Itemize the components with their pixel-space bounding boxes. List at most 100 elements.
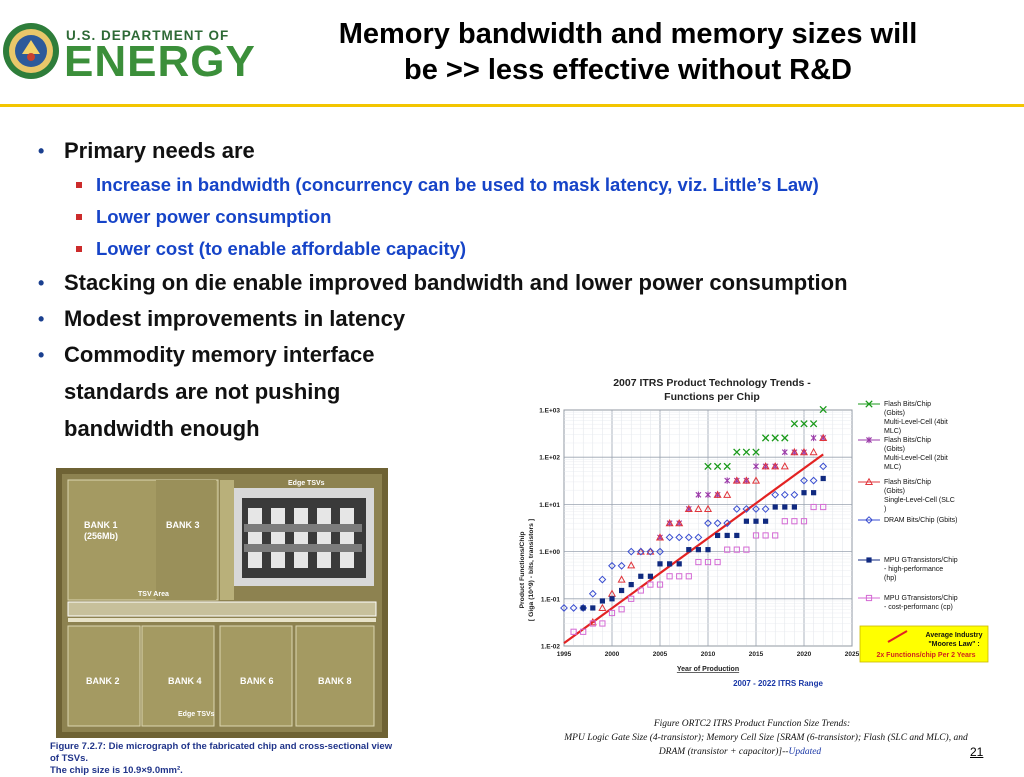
sub-bullet-bandwidth: Increase in bandwidth (concurrency can b… — [38, 169, 1008, 201]
legend-marker — [865, 400, 873, 408]
lower-banks — [67, 625, 375, 727]
legend-marker — [865, 516, 873, 524]
data-point — [704, 519, 712, 528]
data-point — [570, 628, 577, 635]
bullet-dot: • — [38, 345, 45, 365]
slide-title: Memory bandwidth and memory sizes will b… — [268, 16, 988, 88]
legend-label: (hp) — [884, 575, 896, 582]
figure-caption-line-3: DRAM (transistor + capacitor)]--Updated — [658, 746, 822, 757]
x-tick-label: 2010 — [701, 651, 716, 658]
y-tick-label: 1.E+01 — [539, 502, 560, 509]
data-point — [569, 604, 578, 612]
data-point — [665, 518, 674, 527]
data-point — [781, 434, 789, 442]
data-point — [761, 505, 770, 513]
data-point — [665, 533, 674, 542]
data-point — [819, 405, 827, 414]
legend-label: MPU GTransistors/Chip — [884, 595, 958, 602]
sub-bullet-marker — [76, 214, 82, 220]
y-tick-label: 1.E+00 — [539, 549, 560, 556]
data-point — [809, 447, 818, 456]
marker-stroke — [761, 434, 770, 442]
legend-label: - cost-performanc (cp) — [884, 604, 953, 611]
label-bank-4: BANK 4 — [168, 676, 202, 686]
x-tick-label: 2000 — [605, 651, 620, 658]
bullet-list: •Primary needs are Increase in bandwidth… — [38, 133, 1008, 447]
bullet-primary-needs: •Primary needs are — [38, 133, 1008, 169]
y-tick-label: 1.E+02 — [539, 455, 560, 462]
marker-stroke — [809, 420, 818, 428]
data-point — [580, 605, 586, 611]
data-point — [715, 532, 721, 539]
data-point — [734, 532, 740, 539]
data-point — [589, 620, 596, 627]
data-point — [771, 462, 780, 470]
data-point — [732, 505, 741, 513]
moores-law-box: Average Industry "Moores Law" : 2x Funct… — [859, 625, 989, 663]
data-point — [599, 598, 605, 604]
micrograph-caption: Figure 7.2.7: Die micrograph of the fabr… — [50, 741, 400, 777]
y-axis-label-line-1: Product Functions/Chip — [519, 531, 526, 608]
data-point — [646, 547, 655, 556]
data-point — [694, 504, 703, 513]
data-point — [695, 491, 702, 498]
moores-law-label-1: Average Industry — [926, 632, 983, 639]
label-bank-1: BANK 1 — [84, 520, 118, 530]
y-tick-label: 1.E-01 — [541, 596, 561, 603]
data-point — [713, 462, 722, 471]
sub-bullet-text: Increase in bandwidth (concurrency can b… — [96, 174, 819, 195]
sub-bullet-text: Lower power consumption — [96, 206, 332, 227]
data-point — [656, 547, 664, 556]
data-point — [780, 462, 789, 470]
data-point — [723, 462, 731, 471]
data-point — [636, 547, 645, 556]
doe-seal-logo — [3, 23, 59, 79]
data-point — [666, 573, 673, 580]
data-point — [627, 547, 636, 556]
data-point — [781, 518, 788, 525]
y-tick-label: 1.E+03 — [539, 408, 560, 415]
data-point — [811, 490, 817, 496]
bullet-stacking: • Stacking on die enable improved bandwid… — [38, 265, 1008, 301]
data-point — [588, 589, 597, 598]
data-point — [686, 547, 692, 553]
org-name-small: U.S. DEPARTMENT OF — [66, 28, 230, 43]
figure-caption-line-3-text: DRAM (transistor + capacitor)]-- — [658, 746, 789, 757]
data-point — [800, 518, 808, 525]
moores-law-arrow — [887, 630, 908, 643]
legend-label: MPU GTransistors/Chip — [884, 557, 958, 564]
y-axis-label-line-2: [ Giga (10^9) - bits, transistors ] — [527, 519, 535, 621]
marker-stroke — [781, 434, 789, 442]
data-point — [753, 463, 759, 470]
marker-stroke — [752, 448, 760, 456]
bullet-commodity-cont-2: bandwidth enough — [64, 416, 260, 441]
data-point — [733, 448, 741, 456]
data-point — [799, 447, 809, 456]
figure-caption-line-1: Figure ORTC2 ITRS Product Function Size … — [653, 719, 850, 729]
data-point — [676, 561, 682, 567]
data-point — [675, 533, 684, 542]
die-micrograph: BANK 1 (256Mb) BANK 3 Edge TSVs TSV Area… — [56, 468, 388, 738]
sub-bullet-marker — [76, 182, 82, 188]
data-point — [724, 546, 731, 553]
data-point — [590, 605, 596, 611]
data-point — [657, 561, 663, 567]
label-bank-1-size: (256Mb) — [84, 531, 118, 541]
data-point — [656, 581, 664, 588]
itrs-range-label: 2007 - 2022 ITRS Range — [733, 679, 823, 688]
data-point — [809, 476, 818, 485]
data-point — [723, 490, 732, 498]
data-point — [752, 505, 760, 513]
legend-label: ) — [884, 506, 886, 513]
data-point — [790, 490, 799, 499]
itrs-functions-per-chip-chart: 2007 ITRS Product Technology Trends - Fu… — [519, 377, 989, 757]
moores-law-label-3: 2x Functions/chip Per 2 Years — [876, 652, 975, 659]
legend-label: DRAM Bits/Chip (Gbits) — [884, 517, 958, 524]
data-point — [810, 503, 817, 511]
header-divider — [0, 104, 1024, 107]
label-bank-2: BANK 2 — [86, 676, 120, 686]
bullet-dot: • — [38, 273, 45, 293]
data-point — [703, 504, 713, 513]
bullet-text: Stacking on die enable improved bandwidt… — [64, 270, 848, 295]
legend-label: MLC) — [884, 464, 901, 471]
